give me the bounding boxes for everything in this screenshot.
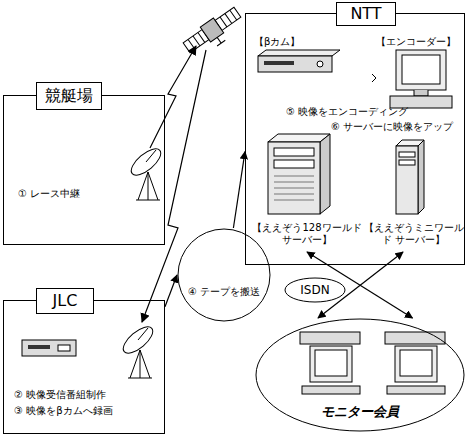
- vcr-panel: [58, 345, 70, 351]
- monitor-stand: [414, 90, 428, 96]
- vent-lines: [274, 176, 314, 200]
- connector-arrow: [165, 275, 177, 307]
- vcr-deck: [22, 340, 76, 356]
- box-node: 【エンコーダー】: [376, 36, 464, 52]
- box-node: JLC② 映像受信番組制作③ 映像をβカムへ録画: [3, 300, 165, 434]
- connector-arrow: [233, 152, 245, 228]
- dish-feed: [146, 150, 156, 162]
- ellipse-outline: [177, 228, 271, 322]
- dish-bowl: [127, 144, 165, 179]
- connector-arrow: [307, 252, 413, 318]
- ellipse-node: ④ テープを搬送: [177, 228, 271, 322]
- server-cabinet: [268, 134, 330, 214]
- node-text: ⑤ 映像をエンコーディング: [286, 106, 436, 118]
- heading-label: 競艇場: [36, 82, 102, 110]
- cabinet-front: [268, 142, 320, 214]
- ellipse-shape: [256, 319, 464, 431]
- node-text: ① レース中継: [18, 188, 138, 200]
- drive-bay: [399, 160, 415, 165]
- satellite-icon: [181, 5, 246, 61]
- drive-bay: [274, 148, 314, 156]
- flow-mark: [372, 74, 376, 82]
- monitor-frame: [396, 50, 446, 90]
- deck-knob: [317, 61, 323, 67]
- node-text: 【βカム】: [254, 36, 334, 48]
- satellite-body: [200, 18, 223, 42]
- node-text: 【ええぞう128ワールド サーバー】: [251, 222, 363, 246]
- dish-stand: [136, 172, 160, 200]
- node-text: ⑥ サーバーに映像をアップ: [331, 121, 466, 133]
- server-tower: [396, 140, 424, 214]
- box-node: NTT⑤ 映像をエンコーディング⑥ サーバーに映像をアップ【βカム】【エンコーダ…: [245, 13, 465, 265]
- node-text: 【エンコーダー】: [376, 36, 464, 48]
- node-text: ② 映像受信番組制作: [14, 389, 159, 401]
- ellipse-node: ISDN: [284, 277, 346, 303]
- tower-front: [396, 146, 418, 214]
- drive-bay: [274, 160, 314, 168]
- node-text: 【ええぞうミニワールド サーバー】: [361, 222, 466, 246]
- monitor-screen: [402, 55, 440, 84]
- ellipse-shape: [178, 229, 270, 321]
- node-text: ④ テープを搬送: [181, 286, 267, 298]
- vcr-slot: [28, 345, 50, 349]
- ellipse-shape: [285, 278, 345, 302]
- heading-label: JLC: [36, 288, 94, 314]
- radio-link: [150, 46, 196, 148]
- betacam-deck: [258, 50, 340, 72]
- cabinet-side: [320, 134, 330, 214]
- box-node: 競艇場① レース中継: [3, 95, 165, 245]
- tower-side: [418, 140, 424, 214]
- node-text: モニター会員: [285, 404, 435, 420]
- panel-grid: [188, 33, 205, 50]
- dish-antenna: [127, 144, 165, 200]
- encoder-computer: [390, 50, 452, 108]
- deck-front: [258, 56, 332, 72]
- drive-bay: [399, 152, 415, 157]
- box-node: 【ええぞうミニワールド サーバー】: [361, 222, 466, 252]
- deck-slot: [264, 61, 294, 65]
- vcr-body: [22, 340, 76, 356]
- box-node: 【ええぞう128ワールド サーバー】: [251, 222, 363, 252]
- dish-feed: [138, 328, 148, 340]
- dish-antenna: [119, 322, 157, 378]
- dish-bowl: [119, 322, 157, 357]
- connector-arrow: [318, 252, 403, 318]
- ellipse-node: モニター会員: [255, 318, 465, 432]
- satellite-antenna: [213, 35, 225, 46]
- panel-grid: [220, 10, 237, 27]
- node-text: ISDN: [284, 283, 346, 297]
- deck-top: [258, 50, 340, 56]
- node-text: ③ 映像をβカムへ録画: [14, 405, 159, 417]
- box-node: 【βカム】: [254, 36, 334, 52]
- heading-label: NTT: [336, 2, 396, 26]
- dish-stand: [128, 350, 152, 378]
